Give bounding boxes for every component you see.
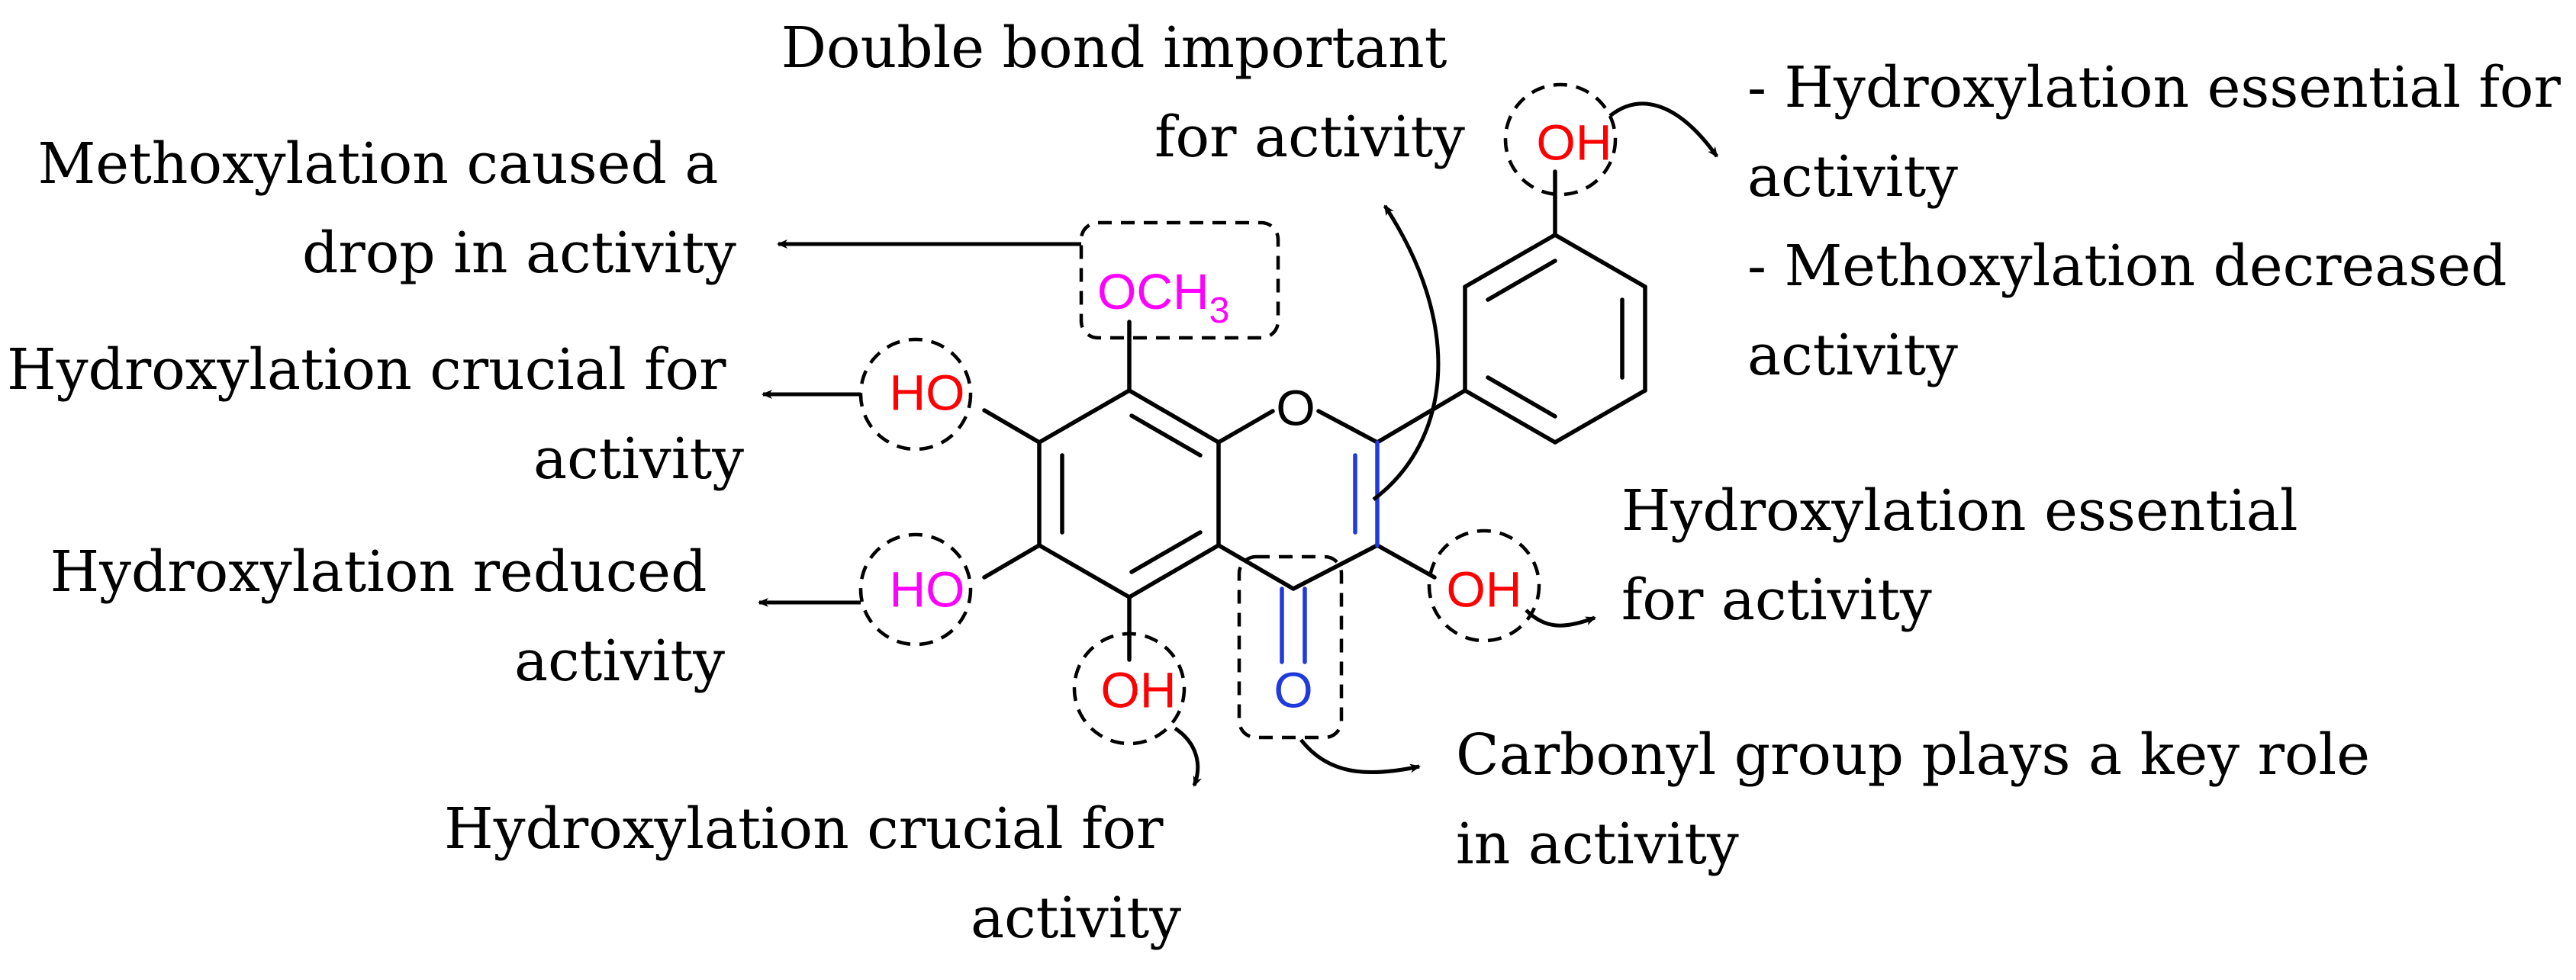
ho-7-note-line-1: Hydroxylation crucial for — [7, 337, 726, 403]
oh-5-note: Hydroxylation crucial for activity — [444, 796, 1181, 951]
methoxy-note-line-1: Methoxylation caused a — [37, 131, 718, 197]
methoxy-note: Methoxylation caused a drop in activity — [37, 131, 736, 286]
ring-oxygen-label: O — [1276, 379, 1315, 435]
oh-3prime-note-line-3: - Methoxylation decreased — [1747, 233, 2507, 299]
carbonyl-note: Carbonyl group plays a key role in activ… — [1456, 722, 2388, 877]
oh-5-label: OH — [1101, 661, 1177, 718]
annotation-arrows — [758, 101, 1719, 787]
carbonyl-note-line-1: Carbonyl group plays a key role — [1456, 722, 2370, 788]
oh-3prime-note: - Hydroxylation essential for activity -… — [1747, 55, 2576, 388]
ho-7-label: HO — [890, 364, 965, 420]
oh-5-arrow — [1174, 726, 1203, 787]
oh-3-note-line-1: Hydroxylation essential — [1621, 478, 2297, 544]
methoxy-main: OCH — [1097, 263, 1209, 320]
oh-5-note-line-2: activity — [971, 885, 1181, 951]
carbonyl-double-bond — [1280, 586, 1307, 664]
ho-6-note-line-1: Hydroxylation reduced — [50, 539, 707, 605]
oh-3-highlight — [1427, 529, 1541, 643]
double-bond-note: Double bond important for activity — [781, 15, 1465, 170]
oh-5-note-line-1: Hydroxylation crucial for — [444, 796, 1164, 862]
methoxy-label: OCH3 — [1097, 263, 1229, 330]
ho-7-note: Hydroxylation crucial for activity — [7, 337, 744, 492]
oh-3prime-note-line-1: - Hydroxylation essential for — [1747, 55, 2561, 120]
double-bond-note-line-1: Double bond important — [781, 15, 1447, 81]
ho-6-note-line-2: activity — [514, 628, 725, 694]
bond-skeleton — [982, 169, 1647, 662]
oh-3-note-line-2: for activity — [1621, 567, 1932, 633]
carbonyl-oxygen-label: O — [1274, 661, 1312, 718]
oh-3prime-arrow — [1608, 101, 1719, 158]
oh-3prime-highlight — [1503, 82, 1618, 197]
methoxy-subscript: 3 — [1209, 291, 1230, 331]
carbonyl-note-line-2: in activity — [1456, 811, 1739, 877]
ho-6-note: Hydroxylation reduced activity — [50, 539, 726, 694]
double-bond-arrow — [1372, 204, 1441, 501]
oh-3prime-note-line-4: activity — [1747, 323, 1958, 388]
oh-3-note: Hydroxylation essential for activity — [1621, 478, 2316, 633]
double-bond-note-line-2: for activity — [1154, 104, 1465, 170]
oh-5-highlight — [1072, 631, 1187, 746]
methoxy-note-line-2: drop in activity — [302, 220, 736, 286]
oh-3-label: OH — [1447, 561, 1522, 617]
oh-3prime-note-line-2: activity — [1747, 144, 1958, 210]
carbonyl-highlight — [1237, 554, 1344, 740]
oh-3-arrow — [1525, 609, 1596, 628]
oh-3prime-label: OH — [1537, 114, 1612, 170]
ho-6-label: HO — [890, 561, 965, 617]
ho-6-highlight — [858, 532, 973, 647]
ho-7-note-line-2: activity — [533, 426, 744, 492]
c2-c3-double-bond — [1353, 440, 1380, 548]
methoxy-highlight — [1079, 220, 1280, 340]
carbonyl-arrow — [1299, 738, 1421, 775]
